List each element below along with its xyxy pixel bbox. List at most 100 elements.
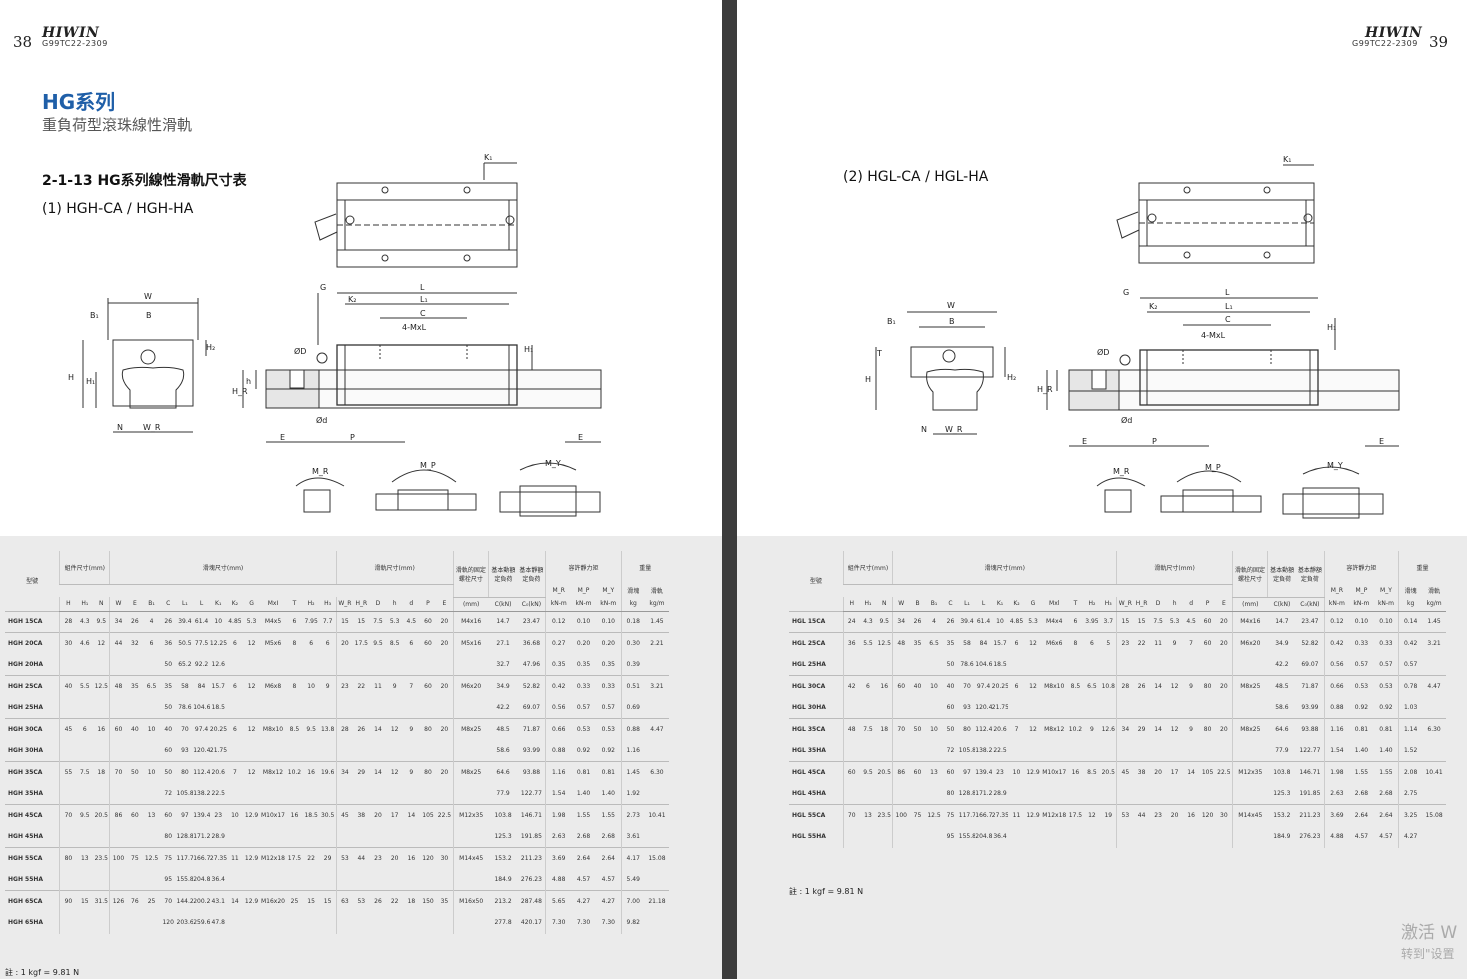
- table-cell: 43.1: [209, 890, 227, 912]
- table-cell: 12: [1024, 675, 1042, 697]
- table-cell: [1008, 654, 1025, 676]
- table-cell: 2.68: [601, 833, 615, 840]
- table-cell: 5: [1100, 632, 1117, 654]
- table-cell: [1199, 697, 1216, 719]
- table-cell: 35: [126, 675, 144, 697]
- table-cell: 20.5: [1100, 761, 1117, 783]
- left-subcol-4: E: [126, 597, 144, 612]
- table-cell: 84: [193, 675, 210, 697]
- table-cell: 3.7: [1100, 610, 1117, 633]
- table-cell: [645, 740, 669, 762]
- right-subcol-14: H₂: [1083, 597, 1101, 612]
- table-cell: 35: [942, 632, 959, 654]
- right-subcol-26: kN-m: [1323, 597, 1350, 612]
- table-cell: 75: [126, 847, 144, 869]
- hgl-label-h3: H₁: [1327, 323, 1336, 332]
- table-cell: 71.87: [1296, 675, 1325, 697]
- table-cell: [1008, 783, 1025, 805]
- table-cell: 14.7: [488, 610, 518, 633]
- table-cell: 191.85: [1299, 790, 1321, 797]
- table-cell: 155.8: [958, 833, 976, 841]
- table-cell: [1067, 740, 1084, 762]
- table-cell: 28: [59, 610, 77, 633]
- table-cell: [59, 740, 77, 762]
- table-cell: 13: [859, 804, 877, 826]
- left-subcol-19: h: [386, 597, 403, 612]
- table-cell: [286, 826, 303, 848]
- table-cell: 7.30: [545, 912, 571, 934]
- table-cell: 70: [892, 718, 910, 740]
- table-cell: 105: [419, 804, 437, 826]
- table-cell: 0.88: [620, 718, 645, 740]
- table-cell: 2.64: [1373, 804, 1399, 826]
- table-cell: 35: [909, 632, 926, 654]
- table-cell: [93, 912, 110, 934]
- table-cell: 0.56: [545, 697, 571, 719]
- table-cell: 23.47: [517, 610, 546, 633]
- hgl-label-small-d: Ød: [1121, 415, 1132, 425]
- table-cell: 153.2: [1267, 804, 1297, 826]
- table-cell: [403, 740, 420, 762]
- table-cell: 20.6: [991, 718, 1009, 740]
- table-cell: [143, 783, 160, 805]
- table-cell: 20: [436, 610, 454, 633]
- table-cell: 36.68: [517, 632, 546, 654]
- model-cell: HGH 65HA: [8, 919, 44, 927]
- table-cell: 28.9: [993, 790, 1007, 797]
- table-cell: [353, 826, 370, 848]
- table-cell: 100: [109, 847, 127, 869]
- table-cell: M6x8: [259, 675, 287, 697]
- table-cell: 1.55: [1373, 761, 1399, 783]
- hgl-label-t: T: [876, 349, 882, 358]
- right-subcol-29: kg: [1398, 597, 1423, 612]
- table-cell: [260, 783, 286, 805]
- table-cell: 1.98: [545, 804, 571, 826]
- subsection-title-hgh: (1) HGH-CA / HGH-HA: [42, 201, 194, 217]
- table-cell: 12.5: [143, 847, 160, 869]
- table-cell: 23: [209, 804, 227, 826]
- right-subcol-9: K₁: [991, 597, 1009, 612]
- table-cell: [1067, 697, 1084, 719]
- spec-table-hgl: 型號 組件尺寸(mm) 滑塊尺寸(mm) 滑軌尺寸(mm) 滑軌的固定螺栓尺寸 …: [789, 551, 1446, 848]
- table-cell: [842, 654, 860, 676]
- table-cell: [143, 912, 160, 934]
- table-cell: 120: [419, 847, 437, 869]
- table-cell: 30.5: [319, 804, 337, 826]
- table-cell: [1183, 740, 1200, 762]
- table-cell: 6: [76, 718, 94, 740]
- hgl-label-n: N: [921, 425, 927, 434]
- table-cell: 95: [164, 876, 173, 883]
- table-cell: 13: [143, 804, 160, 826]
- model-cell: HGH 25CA: [5, 675, 60, 697]
- table-cell: [1025, 740, 1042, 762]
- table-cell: 14: [1149, 675, 1167, 697]
- table-cell: [109, 826, 127, 848]
- table-cell: 0.92: [1354, 704, 1369, 711]
- left-subcol-26: kN-m: [545, 597, 571, 612]
- left-subcol-17: H_R: [352, 597, 370, 612]
- table-cell: 20: [1215, 718, 1233, 740]
- table-cell: 86: [109, 804, 127, 826]
- table-cell: [860, 740, 877, 762]
- table-cell: 80: [164, 833, 173, 840]
- model-cell: HGH 55CA: [5, 847, 60, 869]
- table-cell: [860, 697, 877, 719]
- table-cell: 16: [302, 761, 320, 783]
- table-cell: 0.81: [596, 761, 622, 783]
- table-cell: 80: [1199, 675, 1216, 697]
- table-cell: 0.10: [1349, 610, 1374, 633]
- table-cell: 5.3: [1166, 610, 1183, 633]
- table-cell: 22: [302, 847, 320, 869]
- table-cell: [93, 783, 110, 805]
- table-cell: [842, 826, 860, 848]
- table-cell: 6.5: [925, 632, 943, 654]
- table-cell: [403, 826, 420, 848]
- table-cell: 0.27: [545, 632, 571, 654]
- table-cell: 184.9: [1273, 833, 1291, 841]
- table-cell: [335, 783, 353, 805]
- table-cell: [109, 654, 127, 676]
- table-cell: [645, 783, 669, 805]
- table-cell: 27.1: [488, 632, 518, 654]
- table-cell: [353, 912, 370, 934]
